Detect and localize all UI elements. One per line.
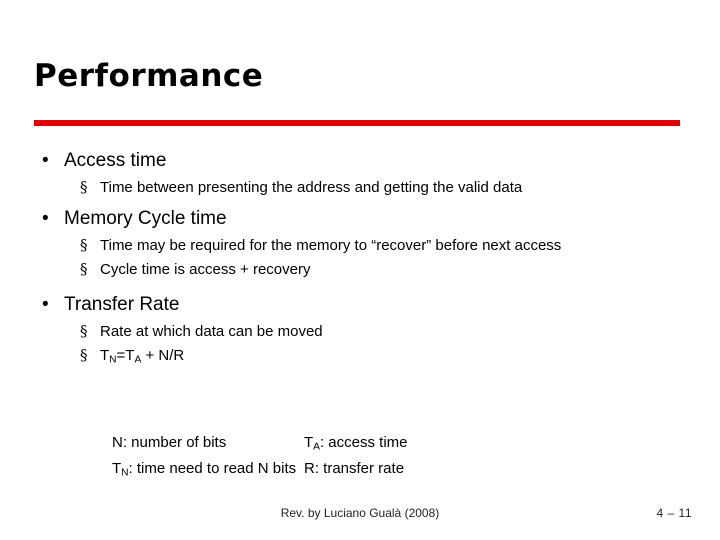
footer-credit: Rev. by Luciano Gualà (2008) bbox=[280, 506, 440, 520]
bullet-dot-icon: • bbox=[42, 294, 49, 315]
subbullet-label: Time between presenting the address and … bbox=[100, 179, 523, 196]
subbullet-memory-cycle-2: § Cycle time is access + recovery bbox=[34, 259, 694, 280]
formula-tail: + N/R bbox=[145, 347, 185, 364]
title-underline-rule bbox=[34, 120, 680, 126]
section-mark-icon: § bbox=[80, 346, 88, 364]
legend-n-bits: N: number of bits bbox=[112, 434, 227, 451]
legend-tn-rest: : time need to read N bits bbox=[128, 459, 297, 477]
subbullet-transfer-rate-formula: § TN=TA + N/R bbox=[34, 345, 694, 371]
legend-row-2: TN: time need to read N bits R: transfer… bbox=[112, 458, 582, 484]
legend-tn-subscript: N bbox=[121, 467, 129, 479]
subbullet-transfer-rate-1: § Rate at which data can be moved bbox=[34, 321, 694, 342]
footer-page-number: 4 – 11 bbox=[656, 506, 692, 520]
legend-notes: N: number of bits TA: access time TN: ti… bbox=[112, 432, 582, 483]
legend-tn: TN: time need to read N bits bbox=[112, 459, 297, 479]
bullet-memory-cycle-time: • Memory Cycle time bbox=[34, 206, 694, 232]
bullet-label: Transfer Rate bbox=[64, 294, 180, 315]
formula-equals: =T bbox=[116, 347, 135, 364]
bullet-access-time: • Access time bbox=[34, 148, 694, 174]
bullet-dot-icon: • bbox=[42, 208, 49, 229]
subbullet-label: Rate at which data can be moved bbox=[100, 323, 323, 340]
section-mark-icon: § bbox=[80, 236, 88, 254]
formula-rhs-subscript: A bbox=[134, 354, 142, 366]
formula-lhs-subscript: N bbox=[109, 354, 117, 366]
bullet-label: Memory Cycle time bbox=[64, 208, 227, 229]
subbullet-label: Cycle time is access + recovery bbox=[100, 261, 311, 278]
slide-body: • Access time § Time between presenting … bbox=[34, 140, 694, 371]
bullet-label: Access time bbox=[64, 150, 167, 171]
page-title: Performance bbox=[34, 58, 264, 94]
legend-row-1: N: number of bits TA: access time bbox=[112, 432, 582, 458]
legend-transfer-rate: R: transfer rate bbox=[304, 459, 405, 477]
formula-expression: TN=TA + N/R bbox=[100, 347, 185, 366]
bullet-transfer-rate: • Transfer Rate bbox=[34, 292, 694, 318]
legend-access-time: TA: access time bbox=[304, 434, 408, 453]
subbullet-label: Time may be required for the memory to “… bbox=[100, 237, 562, 254]
formula-lhs: T bbox=[100, 347, 110, 364]
subbullet-access-time-1: § Time between presenting the address an… bbox=[34, 177, 694, 198]
section-mark-icon: § bbox=[80, 322, 88, 340]
subbullet-memory-cycle-1: § Time may be required for the memory to… bbox=[34, 235, 694, 256]
section-mark-icon: § bbox=[80, 178, 88, 196]
section-mark-icon: § bbox=[80, 260, 88, 278]
bullet-dot-icon: • bbox=[42, 150, 49, 171]
legend-access-time-rest: : access time bbox=[319, 434, 408, 451]
legend-access-time-subscript: A bbox=[313, 441, 320, 453]
